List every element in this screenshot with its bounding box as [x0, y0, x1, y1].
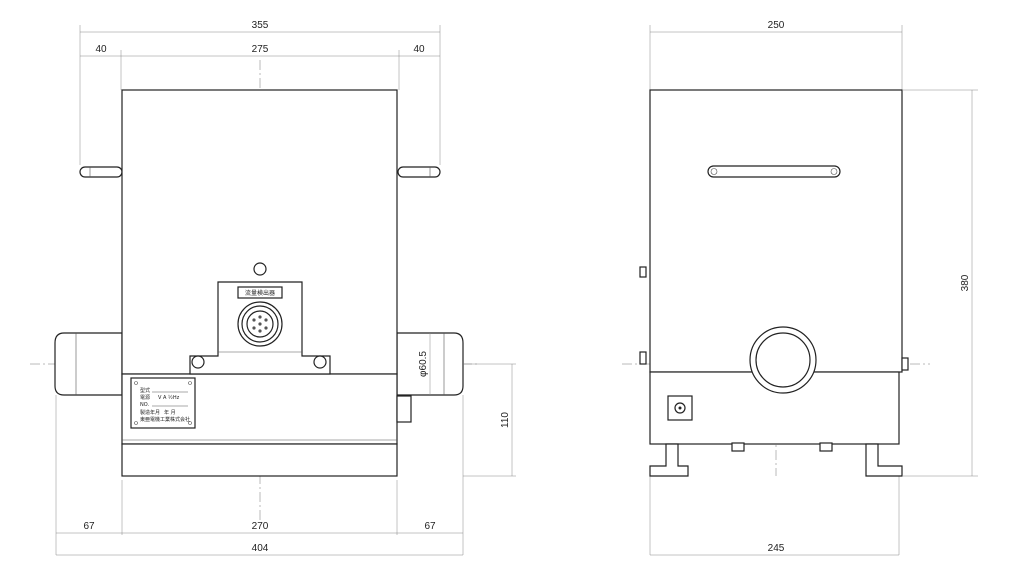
nameplate-model: 型式 — [140, 387, 150, 394]
dim-left-top: 40 — [95, 44, 107, 55]
connector-pins — [252, 315, 268, 333]
screw-icon — [313, 355, 327, 369]
nameplate-power: 電源 — [140, 394, 150, 401]
left-handle — [79, 166, 123, 178]
dim-overall-bottom: 404 — [252, 543, 269, 554]
side-main-body — [649, 89, 903, 373]
side-pipe — [749, 326, 817, 394]
dim-pipe-height: 110 — [500, 412, 511, 428]
bolt-icon — [731, 442, 745, 452]
bolt-icon — [819, 442, 833, 452]
side-block — [396, 395, 412, 423]
dim-left-bottom: 67 — [83, 521, 95, 532]
screw-icon — [191, 355, 205, 369]
left-pipe — [54, 332, 123, 396]
connector-label: 流量検出器 — [245, 289, 275, 297]
nameplate-date-values: 年 月 — [164, 409, 176, 416]
dim-right-top: 40 — [413, 44, 425, 55]
bolt-icon — [901, 357, 909, 371]
side-view: 250 245 380 — [622, 20, 978, 556]
dim-right-bottom: 67 — [424, 521, 436, 532]
connector-plate: 流量検出器 — [189, 262, 331, 375]
left-foot — [649, 443, 689, 477]
dim-overall-top: 355 — [252, 20, 269, 31]
right-handle — [397, 166, 441, 178]
nameplate-maker: 東亜電機工業株式会社 — [140, 416, 190, 423]
dim-center-bottom: 270 — [252, 521, 269, 532]
dim-side-width-top: 250 — [768, 20, 785, 31]
side-handle — [707, 165, 841, 178]
nameplate-date: 製造年月 — [140, 409, 160, 416]
dim-side-width-bottom: 245 — [768, 543, 785, 554]
nameplate-power-values: V A ½Hz — [158, 394, 180, 401]
dim-pipe-diameter: φ60.5 — [418, 351, 429, 377]
dim-side-height: 380 — [960, 274, 971, 291]
dim-center-top: 275 — [252, 44, 269, 55]
front-view: 流量検出器 型式 電源 V A ½Hz — [30, 20, 516, 556]
foot — [121, 443, 398, 477]
nameplate: 型式 電源 V A ½Hz NO. 製造年月 年 月 東亜電機工業株式会社 — [130, 377, 196, 429]
bolt-icon — [639, 266, 647, 278]
nameplate-number: NO. — [140, 402, 149, 408]
front-dimensions: 355 40 275 40 67 270 67 404 φ60.5 110 — [56, 20, 516, 556]
bolt-icon — [639, 351, 647, 365]
power-switch — [667, 395, 693, 421]
screw-icon — [253, 262, 267, 276]
right-foot — [865, 443, 903, 477]
